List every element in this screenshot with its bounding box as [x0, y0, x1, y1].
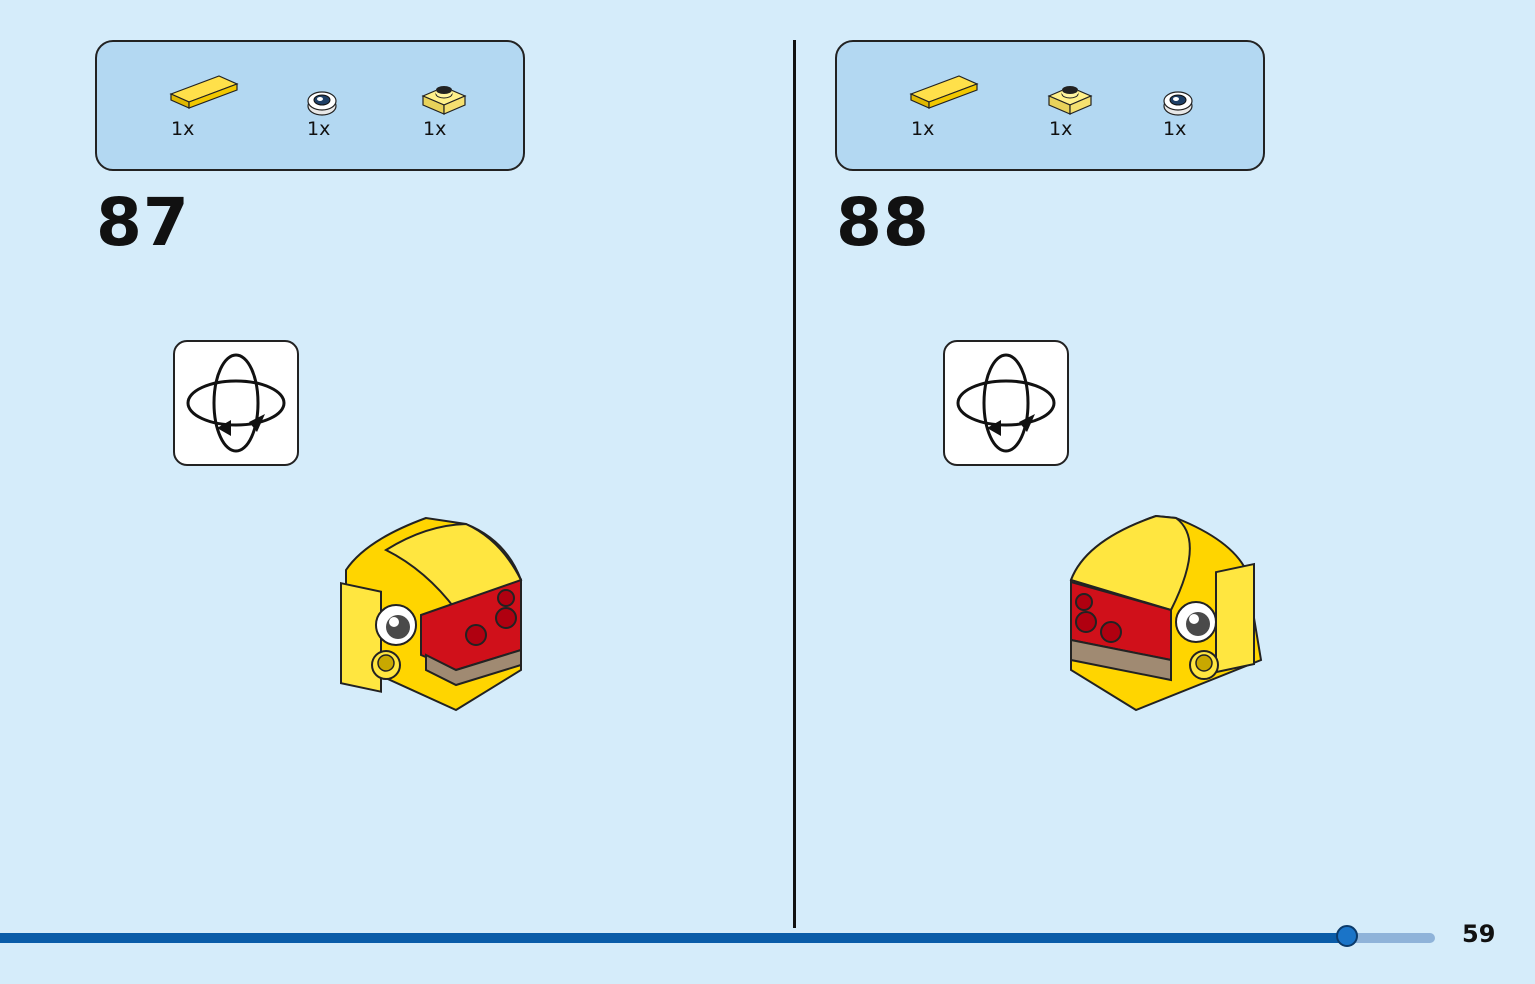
model-illustration [326, 510, 526, 719]
eye-round-tile-icon [1161, 88, 1195, 118]
parts-callout-left: 1x 1x 1x [95, 40, 525, 171]
step-number: 87 [96, 184, 190, 261]
eye-round-tile-icon [305, 88, 339, 118]
progress-knob[interactable] [1336, 925, 1359, 947]
page-divider [793, 40, 796, 928]
part-quantity: 1x [1163, 118, 1187, 140]
part-quantity: 1x [307, 118, 331, 140]
model-illustration [1066, 510, 1266, 719]
progress-fill [0, 933, 1348, 943]
yellow-tile-1x4-icon [909, 72, 979, 114]
page-number: 59 [1462, 920, 1496, 948]
part-quantity: 1x [171, 118, 195, 140]
part-quantity: 1x [911, 118, 935, 140]
progress-bar[interactable] [0, 925, 1435, 947]
parts-callout-right: 1x 1x 1x [835, 40, 1265, 171]
yellow-tile-1x4-icon [169, 72, 239, 114]
part-quantity: 1x [1049, 118, 1073, 140]
rotate-model-icon [943, 340, 1069, 466]
part-quantity: 1x [423, 118, 447, 140]
light-yellow-plate-1x1-icon [1047, 82, 1093, 118]
step-number: 88 [836, 184, 930, 261]
light-yellow-plate-1x1-icon [421, 82, 467, 118]
rotate-model-icon [173, 340, 299, 466]
